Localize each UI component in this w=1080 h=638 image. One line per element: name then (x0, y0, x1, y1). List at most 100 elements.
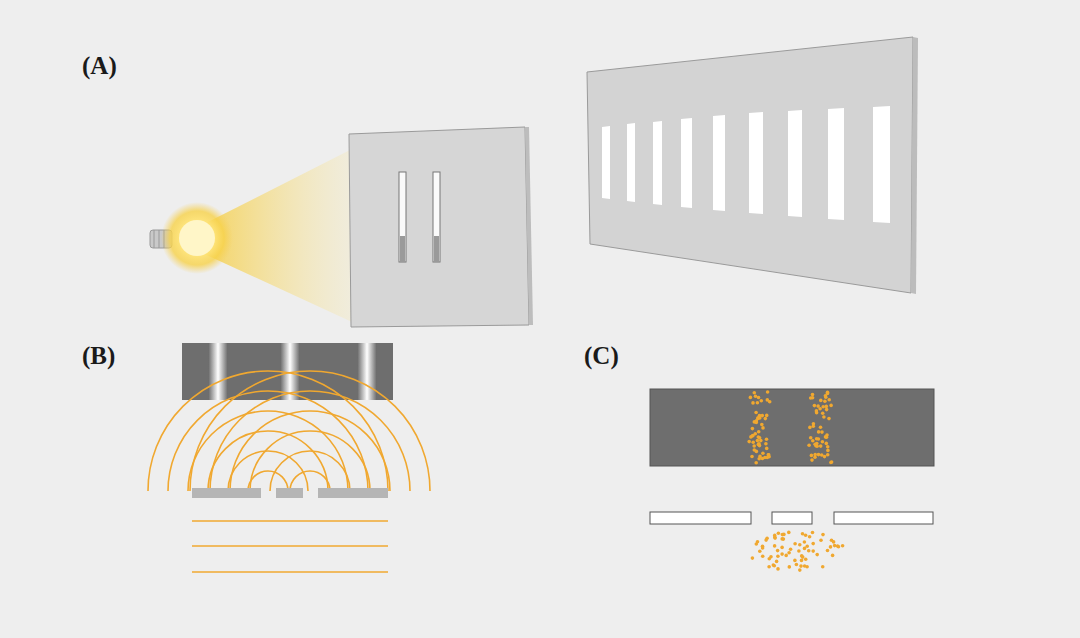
particle-dot (756, 439, 760, 443)
particle-dot (827, 398, 831, 402)
particle-dot (815, 411, 819, 415)
particle-dot (800, 559, 804, 563)
particle-dot (799, 564, 803, 568)
slit-screen (349, 127, 533, 327)
particle-dot (833, 544, 837, 548)
particle-dot (795, 563, 799, 567)
particle-dot (815, 553, 819, 557)
particle-dot (752, 444, 756, 448)
particle-dot (811, 393, 815, 397)
particle-dot (820, 430, 824, 434)
particle-dot (789, 547, 793, 551)
particle-dot (812, 422, 816, 426)
light-bulb (150, 202, 233, 274)
particle-dot (830, 460, 834, 464)
particle-barrier (650, 512, 933, 524)
particle-dot (768, 400, 772, 404)
particle-dot (825, 405, 829, 409)
particle-dot (787, 551, 791, 555)
particle-dot (754, 411, 758, 415)
particle-dot (750, 455, 754, 459)
particle-dot (808, 535, 812, 539)
particle-dot (829, 404, 833, 408)
particle-dot (784, 554, 788, 558)
wave-barrier (192, 488, 388, 498)
particle-dot (823, 455, 827, 459)
particle-dot (761, 555, 765, 559)
particle-dot (830, 538, 834, 542)
particle-dot (755, 450, 759, 454)
particle-dot (755, 419, 759, 423)
particle-dot (829, 461, 833, 465)
particle-dot (826, 449, 830, 453)
particle-dot (757, 430, 761, 434)
particle-dot (822, 415, 826, 419)
particle-dot (825, 433, 829, 437)
particle-dot (821, 440, 825, 444)
particle-dot (757, 457, 761, 461)
particle-dot (801, 532, 805, 536)
particle-dot (821, 565, 825, 569)
particle-dot (777, 532, 781, 536)
particle-dot (751, 401, 755, 405)
particle-dot (766, 390, 770, 394)
particle-dot (804, 534, 808, 538)
particle-dot (819, 399, 823, 403)
particle-dot (798, 543, 802, 547)
particle-dot (757, 435, 761, 439)
particle-dot (767, 453, 771, 457)
particle-dot (761, 452, 765, 456)
particle-dot (765, 414, 769, 418)
particle-dot (760, 399, 764, 403)
particle-dot (817, 430, 821, 434)
particle-dot (831, 554, 835, 558)
particle-dot (841, 544, 845, 548)
particle-dot (772, 563, 776, 567)
particle-dot (816, 404, 820, 408)
particle-dot (807, 549, 811, 553)
particle-dot (825, 408, 829, 412)
particle-dot (757, 396, 761, 400)
particle-dot (760, 423, 764, 427)
particle-dot (756, 540, 760, 544)
panel-label: (A) (82, 53, 117, 78)
particle-dot (797, 549, 801, 553)
particle-dot (825, 442, 829, 446)
particle-dots (747, 390, 844, 572)
particle-dot (773, 564, 777, 568)
particle-dot (798, 568, 802, 572)
particle-dot (781, 533, 785, 537)
particle-dot (811, 439, 815, 443)
panel-label: (B) (82, 343, 115, 368)
particle-dot (803, 540, 807, 544)
particle-dot (810, 454, 814, 458)
particle-dot (821, 405, 825, 409)
particle-dot (793, 559, 797, 563)
particle-dot (814, 444, 818, 448)
particle-dot (821, 533, 825, 537)
particle-dot (803, 547, 807, 551)
detection-screen (587, 37, 918, 294)
particle-dot (819, 426, 823, 430)
particle-dot (823, 400, 827, 404)
particle-dot (819, 538, 823, 542)
particle-dot (819, 444, 823, 448)
particle-dot (809, 396, 813, 400)
particle-dot (764, 442, 768, 446)
particle-dot (817, 453, 821, 457)
particle-dot (811, 531, 815, 535)
particle-dot (788, 565, 792, 569)
particle-dot (765, 447, 769, 451)
particle-dot (793, 542, 797, 546)
particle-dot (836, 544, 840, 548)
particle-dot (765, 437, 769, 441)
particle-dot (767, 565, 771, 569)
particle-dot (776, 549, 780, 553)
particle-dot (776, 567, 780, 571)
particle-dot (807, 444, 811, 448)
particle-dot (751, 441, 755, 445)
particle-dot (808, 426, 812, 430)
particle-dot (782, 537, 786, 541)
particle-dot (824, 396, 828, 400)
